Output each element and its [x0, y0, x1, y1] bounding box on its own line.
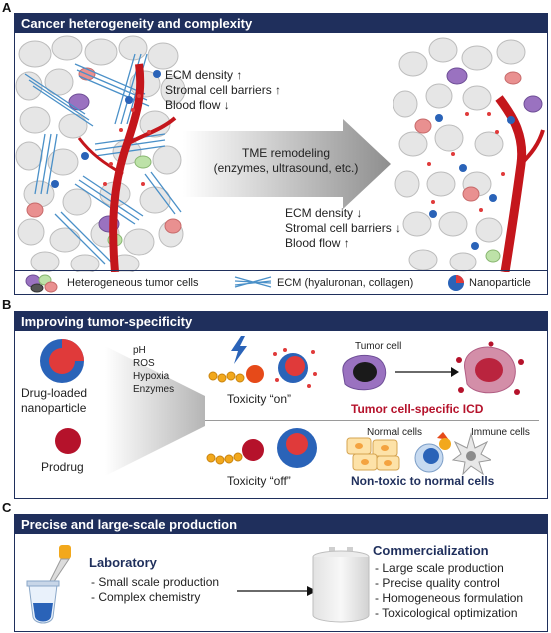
- scale-up-arrow: [237, 586, 317, 596]
- commercialization-title: Commercialization: [373, 543, 489, 558]
- stimuli-list: pH ROS Hypoxia Enzymes: [133, 344, 174, 396]
- top-change-item: Stromal cell barriers ↑: [165, 83, 282, 97]
- commercialization-item: - Large scale production: [375, 561, 504, 575]
- tumor-cell-label: Tumor cell: [355, 341, 402, 352]
- arrow-to-icd: [395, 367, 459, 377]
- bottom-change-item: ECM density ↓: [285, 206, 363, 220]
- commercialization-item: - Precise quality control: [375, 576, 500, 590]
- panel-c: Precise and large-scale production Labor…: [14, 514, 548, 632]
- panel-c-title: Precise and large-scale production: [15, 515, 547, 534]
- bottom-change-item: Stromal cell barriers ↓: [285, 221, 402, 235]
- bioreactor-icon: [312, 547, 370, 623]
- immune-cells-icon: [414, 432, 491, 476]
- remodeled-tumor-illustration: [393, 37, 545, 272]
- ecm-legend-icon: [234, 276, 272, 288]
- lightning-icon: [231, 336, 247, 364]
- normal-cells-icon: [346, 437, 400, 471]
- stimuli-wedge: [105, 346, 205, 476]
- normal-cells-label: Normal cells: [367, 427, 423, 438]
- panel-b-title: Improving tumor-specificity: [15, 312, 547, 331]
- bottom-change-item: Blood flow ↑: [285, 236, 350, 250]
- commercialization-item: - Homogeneous formulation: [375, 591, 524, 605]
- releasing-nanoparticle-icon: [273, 348, 317, 388]
- activated-prodrug-icon: [208, 365, 264, 383]
- pipette-tube-icon: [26, 545, 71, 624]
- np-label: Drug-loaded nanoparticle: [21, 386, 87, 416]
- top-change-item: ECM density ↑: [165, 68, 243, 82]
- legend-nanoparticle: Nanoparticle: [469, 277, 531, 289]
- prodrug-label: Prodrug: [41, 460, 84, 474]
- lab-item: - Small scale production: [91, 575, 220, 589]
- np-label-2: nanoparticle: [21, 401, 87, 415]
- stimulus-item: Hypoxia: [133, 371, 170, 382]
- panel-a: Cancer heterogeneity and complexity: [14, 13, 548, 295]
- stimulus-item: Enzymes: [133, 384, 175, 395]
- lab-item: - Complex chemistry: [91, 590, 201, 604]
- non-toxic-label: Non-toxic to normal cells: [351, 474, 495, 488]
- stimulus-item: ROS: [133, 358, 155, 369]
- legend-ecm: ECM (hyaluronan, collagen): [277, 277, 414, 289]
- panel-b-letter: B: [2, 297, 12, 312]
- dying-tumor-cell-icon: [456, 341, 524, 395]
- stimulus-item: pH: [133, 345, 146, 356]
- tumor-cells-legend-icon: [25, 274, 58, 293]
- panel-c-letter: C: [2, 500, 12, 515]
- toxicity-off-label: Toxicity “off”: [227, 474, 291, 488]
- drug-loaded-nanoparticle-icon: [40, 339, 84, 383]
- remodeling-label-2: (enzymes, ultrasound, etc.): [213, 161, 359, 175]
- panel-a-title: Cancer heterogeneity and complexity: [15, 14, 547, 33]
- toxicity-on-label: Toxicity “on”: [227, 392, 292, 406]
- legend-bar: [15, 270, 547, 295]
- lab-list: - Small scale production - Complex chemi…: [91, 575, 219, 605]
- legend-tumor-cells: Heterogeneous tumor cells: [67, 277, 199, 289]
- np-label-1: Drug-loaded: [21, 386, 88, 400]
- remodeling-label: TME remodeling (enzymes, ultrasound, etc…: [201, 146, 371, 176]
- icd-label: Tumor cell-specific ICD: [351, 402, 484, 416]
- dense-tumor-illustration: [15, 35, 185, 272]
- intact-prodrug-icon: [206, 439, 264, 465]
- immune-cells-label: Immune cells: [471, 427, 530, 438]
- panel-b: Improving tumor-specificity Drug-loaded …: [14, 311, 548, 499]
- commercialization-list: - Large scale production - Precise quali…: [375, 561, 523, 621]
- top-change-item: Blood flow ↓: [165, 98, 230, 112]
- panel-b-divider: [205, 420, 539, 421]
- remodeling-label-1: TME remodeling: [241, 146, 331, 160]
- tumor-cell-icon: [342, 355, 387, 391]
- commercialization-item: - Toxicological optimization: [375, 606, 518, 620]
- prodrug-icon: [55, 428, 81, 454]
- bottom-change-list: ECM density ↓ Stromal cell barriers ↓ Bl…: [285, 206, 401, 251]
- nanoparticle-legend-icon: [448, 275, 464, 291]
- remodeling-arrow: [183, 119, 391, 209]
- top-change-list: ECM density ↑ Stromal cell barriers ↑ Bl…: [165, 68, 281, 113]
- intact-nanoparticle-icon: [277, 428, 317, 468]
- lab-title: Laboratory: [89, 555, 157, 570]
- panel-a-letter: A: [2, 0, 12, 15]
